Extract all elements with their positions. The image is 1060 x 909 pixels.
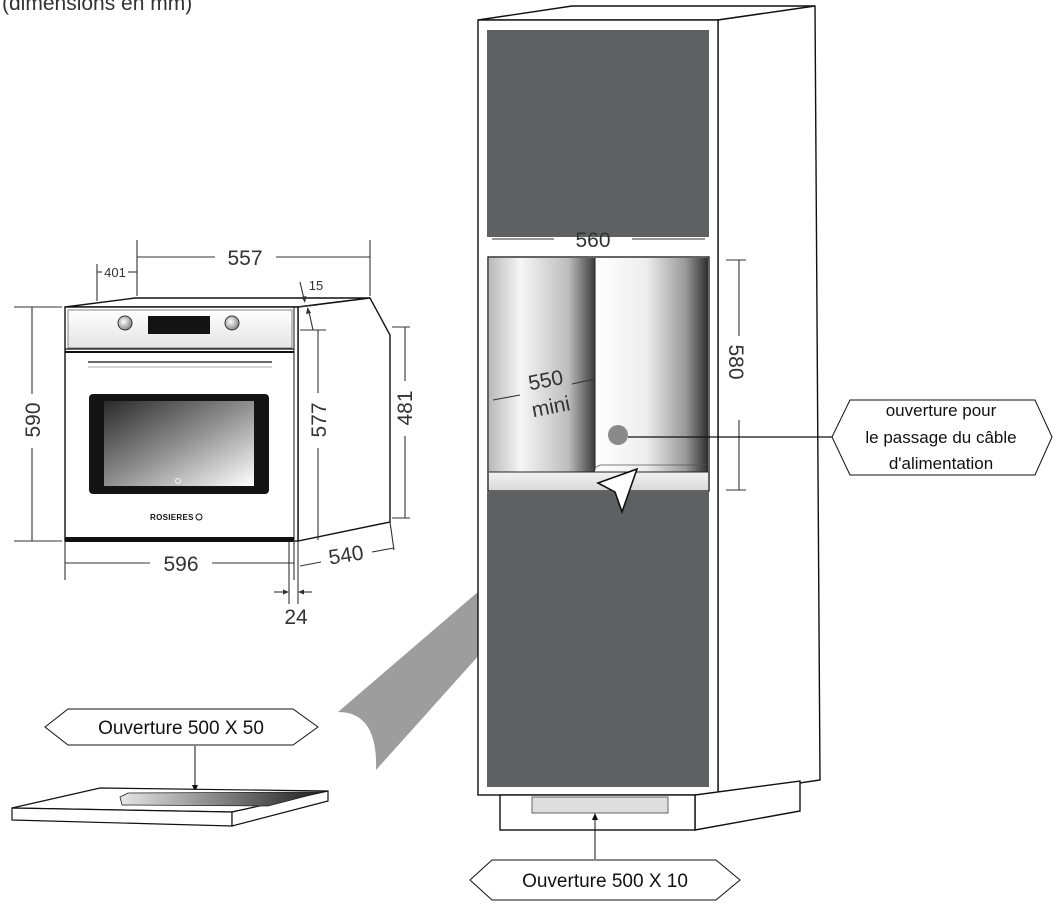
cable-callout-line2: le passage du câble xyxy=(865,428,1016,447)
cable-callout-box xyxy=(831,399,1053,476)
dim-line-15-top xyxy=(299,281,305,300)
dim-line-540-right xyxy=(371,547,395,553)
cable-callout-line1: ouverture pour xyxy=(886,401,997,420)
oven: ROSIERES xyxy=(64,297,391,542)
door-window-glass xyxy=(104,401,254,486)
left-knob xyxy=(117,315,133,331)
niche-outline xyxy=(487,256,710,492)
dim-401: 401 xyxy=(104,265,126,280)
cable-hole xyxy=(608,425,628,445)
dim-line-550-right xyxy=(571,378,596,385)
arrow-24-right xyxy=(298,589,304,595)
dim-577: 577 xyxy=(308,402,331,437)
dim-540: 540 xyxy=(327,541,365,569)
cabinet-side-panel xyxy=(717,5,821,796)
dim-line-15-bottom xyxy=(308,311,314,331)
plinth-vent-slot xyxy=(531,796,669,814)
oven-display xyxy=(148,316,210,334)
cable-callout-line3: d'alimentation xyxy=(889,454,993,473)
arrow-15-bottom xyxy=(306,307,311,314)
dim-line-550-left xyxy=(492,394,521,401)
dim-481: 481 xyxy=(394,390,417,425)
cabinet-dimensions: 560 580 550 mini xyxy=(492,229,747,491)
cabinet-lower-panel xyxy=(487,492,709,787)
shelf-callout-box xyxy=(44,708,319,746)
shelf-vent-slot xyxy=(119,791,323,807)
dim-24: 24 xyxy=(284,606,308,629)
shelf-board xyxy=(11,787,329,827)
niche-floor xyxy=(489,472,708,490)
plinth-callout-arrowhead xyxy=(592,813,598,820)
brand-logo-icon xyxy=(195,513,203,521)
niche-floor-lip xyxy=(589,464,706,471)
dim-550-group: 550 mini xyxy=(526,366,572,422)
dim-15: 15 xyxy=(309,278,323,293)
cabinet-upper-panel xyxy=(487,30,709,237)
tall-cabinet xyxy=(477,5,821,831)
dim-596: 596 xyxy=(163,553,198,576)
dim-560: 560 xyxy=(575,229,610,252)
brand-logo: ROSIERES xyxy=(150,513,194,522)
dim-580: 580 xyxy=(724,344,747,379)
arrow-15-top xyxy=(301,296,307,303)
plinth-callout-label: Ouverture 500 X 10 xyxy=(522,871,688,892)
arrow-24-left xyxy=(283,589,289,595)
dim-590: 590 xyxy=(22,402,45,437)
oven-bottom-trim xyxy=(65,537,294,542)
right-knob xyxy=(224,315,240,331)
oven-dimensions: 557 401 15 590 577 481 59 xyxy=(14,240,417,629)
pointer-arrow-icon xyxy=(596,467,639,515)
ext-line-15 xyxy=(297,304,319,308)
plinth-callout-box xyxy=(469,859,741,901)
units-note: (dimensions en mm) xyxy=(2,0,192,15)
shelf-callout-arrowhead xyxy=(192,785,198,792)
niche-left-wall xyxy=(489,258,595,472)
dim-557: 557 xyxy=(227,247,262,270)
dim-line-540-left xyxy=(299,561,322,567)
shelf-callout-label: Ouverture 500 X 50 xyxy=(98,718,264,739)
door-emblem-icon xyxy=(175,478,181,484)
ext-line-540 xyxy=(389,521,395,551)
